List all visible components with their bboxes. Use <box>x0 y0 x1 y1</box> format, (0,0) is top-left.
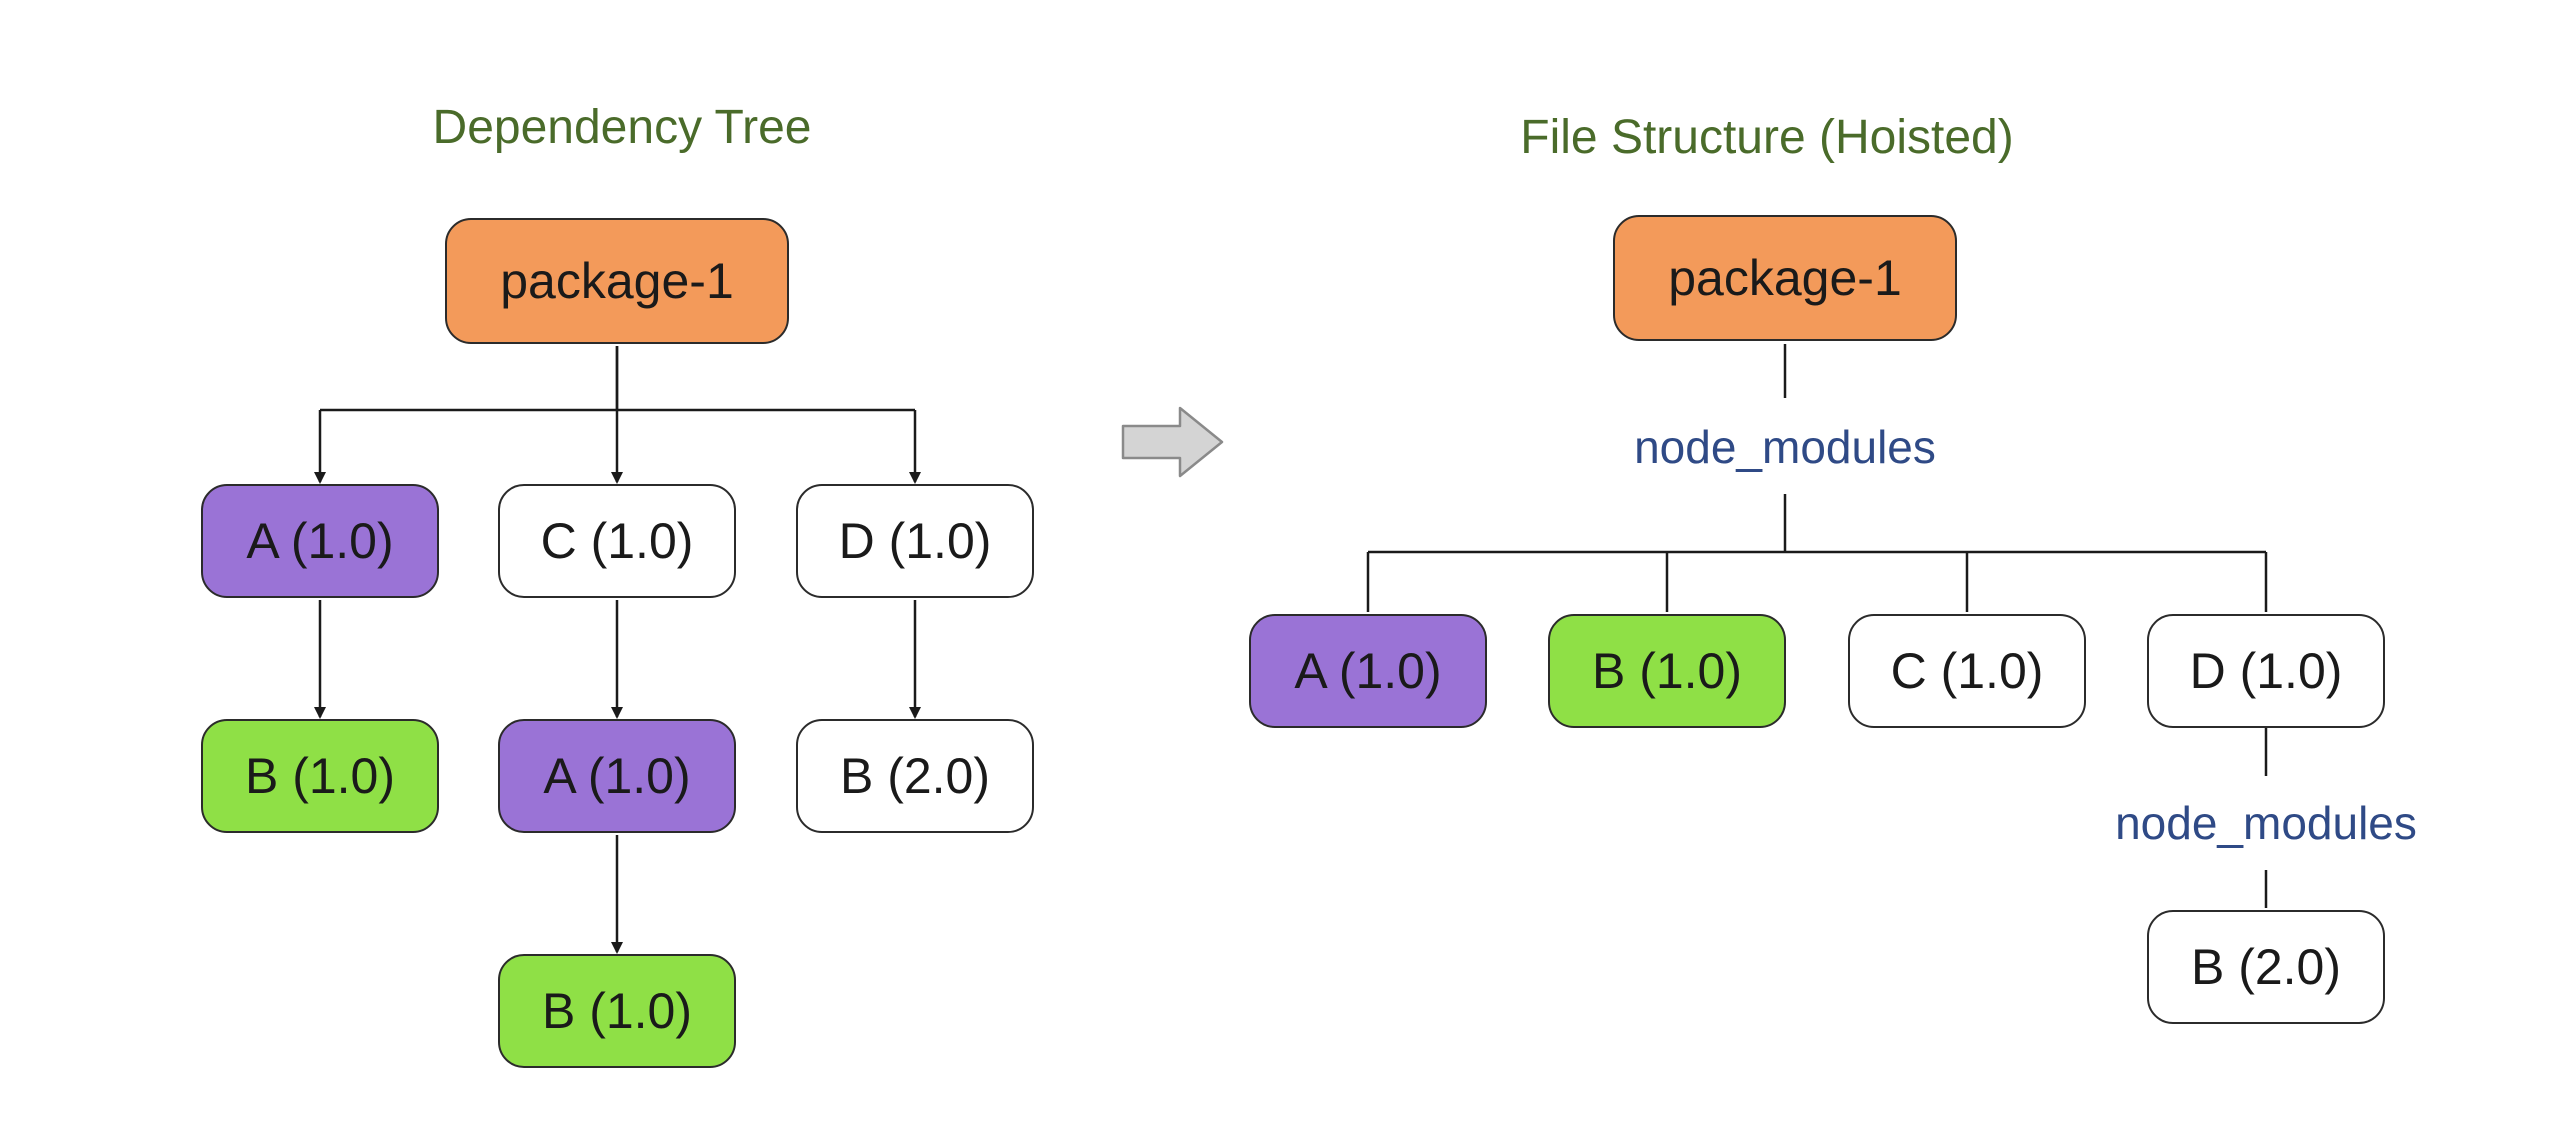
left-node-c-grandchild-b: B (1.0) <box>498 954 736 1068</box>
left-node-d: D (1.0) <box>796 484 1034 598</box>
right-d-node-modules-label: node_modules <box>2111 796 2421 850</box>
right-node-d: D (1.0) <box>2147 614 2385 728</box>
right-node-b: B (1.0) <box>1548 614 1786 728</box>
left-node-a-child-b: B (1.0) <box>201 719 439 833</box>
right-node-a: A (1.0) <box>1249 614 1487 728</box>
left-node-d-child-b: B (2.0) <box>796 719 1034 833</box>
right-node-modules-label: node_modules <box>1630 420 1940 474</box>
left-node-c-child-a: A (1.0) <box>498 719 736 833</box>
right-root-node: package-1 <box>1613 215 1957 341</box>
right-node-c: C (1.0) <box>1848 614 2086 728</box>
right-title: File Structure (Hoisted) <box>1520 111 2014 164</box>
right-node-d-child-b: B (2.0) <box>2147 910 2385 1024</box>
left-node-c: C (1.0) <box>498 484 736 598</box>
left-root-node: package-1 <box>445 218 789 344</box>
right-arrow-icon <box>1121 406 1224 478</box>
left-node-a: A (1.0) <box>201 484 439 598</box>
left-title: Dependency Tree <box>432 101 812 154</box>
